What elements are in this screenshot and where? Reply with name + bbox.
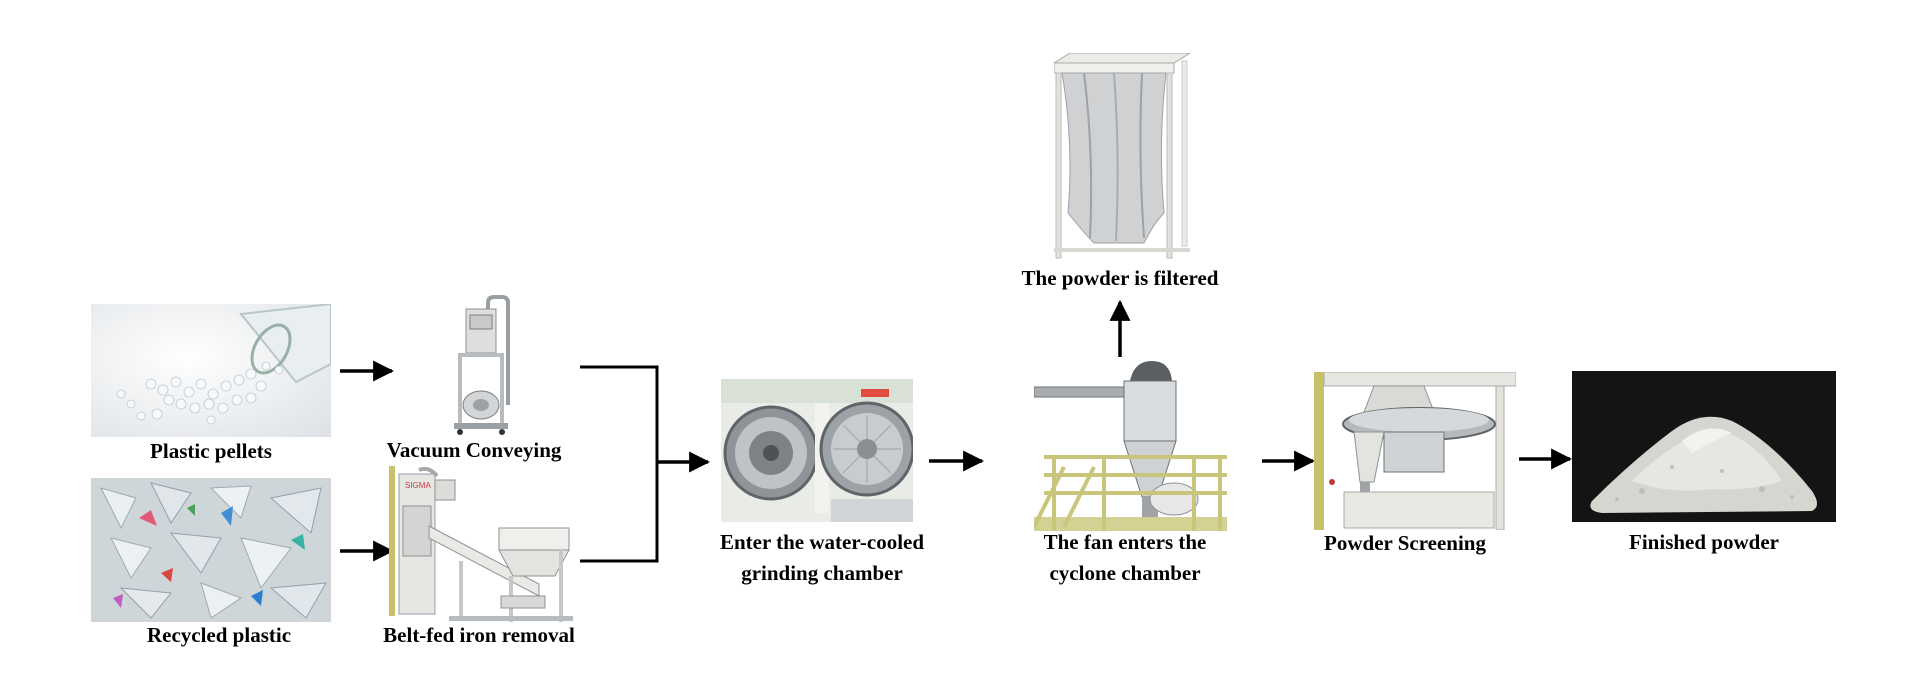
belt-fed-iron-removal-label: Belt-fed iron removal [383, 623, 575, 647]
finished-powder-image [1572, 371, 1836, 522]
bracket-iron-removal-to-grinder [580, 462, 659, 563]
powder-screening-image [1314, 372, 1516, 530]
svg-text:SIGMA: SIGMA [405, 481, 431, 490]
cyclone-chamber-label-line2: cyclone chamber [1049, 561, 1201, 585]
cyclone-chamber-image [1034, 357, 1227, 531]
powder-filtered-label: The powder is filtered [1021, 266, 1219, 290]
recycled-plastic-image [91, 478, 331, 622]
cyclone-chamber-label-line1: The fan enters the [1043, 530, 1207, 554]
plastic-pellets-label: Plastic pellets [150, 439, 272, 463]
recycled-plastic-label: Recycled plastic [146, 623, 292, 647]
belt-iron-removal-image: SIGMA [389, 466, 580, 628]
vacuum-conveyor-image [448, 295, 512, 437]
grinding-chamber-image [721, 379, 913, 522]
grinding-chamber-label-line1: Enter the water-cooled [719, 530, 925, 554]
powder-screening-label: Powder Screening [1324, 531, 1486, 555]
filter-bag-image [1054, 53, 1190, 260]
grinding-chamber-label-line2: grinding chamber [741, 561, 903, 585]
bracket-vacuum-to-grinder [580, 365, 659, 462]
finished-powder-label: Finished powder [1629, 530, 1779, 554]
plastic-pellets-image [91, 304, 331, 437]
vacuum-conveying-label: Vacuum Conveying [386, 438, 562, 462]
